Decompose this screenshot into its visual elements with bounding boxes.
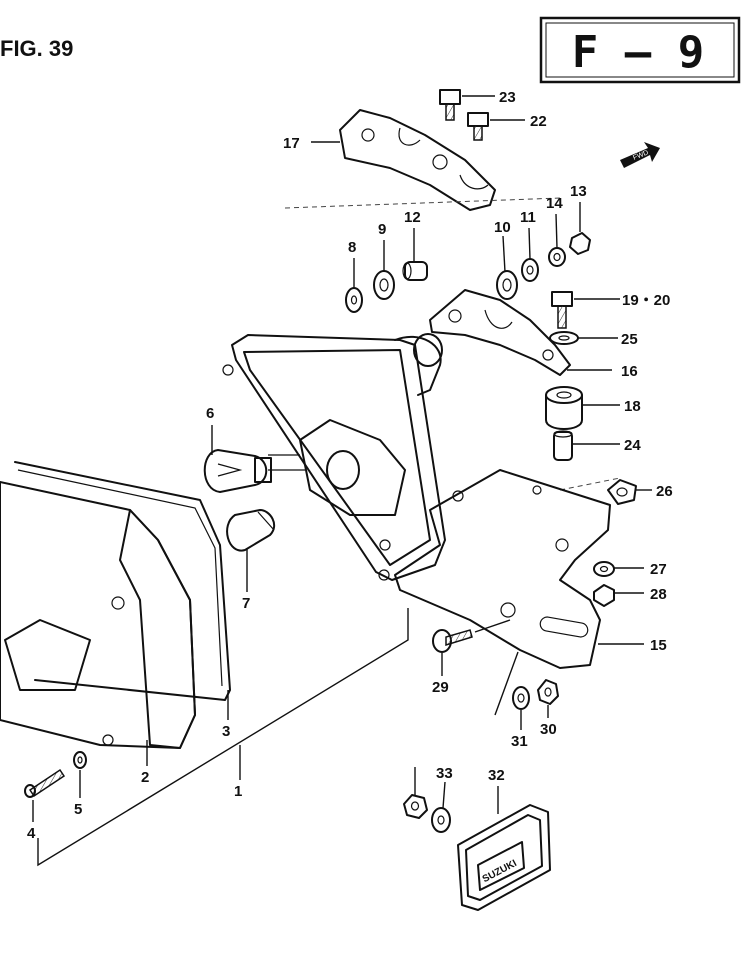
nut-13 bbox=[569, 232, 591, 255]
callout-23: 24 bbox=[624, 437, 641, 454]
lamp-housing bbox=[222, 333, 446, 581]
callout-24: 25 bbox=[621, 331, 638, 348]
callout-28: 29 bbox=[432, 679, 449, 696]
nut-27 bbox=[593, 584, 615, 607]
bolt-22 bbox=[439, 89, 461, 121]
bulb-7 bbox=[226, 509, 276, 552]
callout-30: 31 bbox=[511, 733, 528, 750]
callout-19-20: 19・20 bbox=[622, 292, 670, 309]
forward-arrow-icon: FWD bbox=[620, 142, 660, 168]
cushion-18 bbox=[545, 386, 583, 430]
figure-title: FIG. 39 bbox=[0, 36, 73, 61]
bolt-21 bbox=[467, 112, 489, 141]
assembly-bracket-line bbox=[37, 608, 409, 867]
lens-gasket bbox=[14, 461, 231, 701]
washer-8 bbox=[345, 287, 363, 313]
leader-lines bbox=[32, 95, 652, 822]
callout-25: 26 bbox=[656, 483, 673, 500]
washer-32 bbox=[431, 807, 451, 833]
washer-9 bbox=[373, 270, 395, 300]
callout-1: 1 bbox=[234, 783, 242, 800]
callout-11: 11 bbox=[520, 209, 536, 226]
callout-16: 16 bbox=[621, 363, 638, 380]
callout-6: 6 bbox=[206, 405, 214, 422]
taillight-lens bbox=[0, 481, 196, 749]
callout-22: 23 bbox=[499, 89, 516, 106]
callout-15: 15 bbox=[650, 637, 667, 654]
callout-26: 27 bbox=[650, 561, 667, 578]
nut-29 bbox=[537, 679, 559, 705]
lower-bracket bbox=[429, 289, 571, 376]
callout-4: 4 bbox=[27, 825, 36, 842]
washer-30 bbox=[512, 686, 530, 710]
license-plate-bracket bbox=[394, 469, 611, 669]
figure-code: F – 9 bbox=[572, 27, 704, 78]
collar-23 bbox=[553, 430, 573, 461]
callout-3: 3 bbox=[222, 723, 230, 740]
washer-5 bbox=[73, 751, 87, 769]
callout-8: 8 bbox=[348, 239, 356, 256]
callout-5: 5 bbox=[74, 801, 82, 818]
clip-nut-25 bbox=[607, 479, 637, 505]
bulb-6 bbox=[203, 449, 272, 493]
rubber-plate: SUZUKI bbox=[457, 804, 551, 911]
callout-10: 10 bbox=[494, 219, 511, 236]
washer-10 bbox=[496, 270, 518, 300]
callout-21: 22 bbox=[530, 113, 547, 130]
callout-29: 30 bbox=[540, 721, 557, 738]
figure-code-box: F – 9 bbox=[539, 16, 741, 84]
washer-11 bbox=[521, 258, 539, 282]
callout-9: 9 bbox=[378, 221, 386, 238]
bolt-19-20 bbox=[551, 291, 573, 329]
screw-4 bbox=[24, 768, 66, 798]
callout-7: 7 bbox=[242, 595, 250, 612]
callout-labels: 17 23 22 8 9 12 10 11 14 13 19・20 25 16 … bbox=[27, 89, 673, 842]
nut-33 bbox=[403, 794, 428, 819]
callout-18: 18 bbox=[624, 398, 641, 415]
callout-32: 33 bbox=[436, 765, 453, 782]
forward-arrow-label: FWD bbox=[632, 149, 649, 161]
upper-bracket bbox=[339, 109, 496, 211]
callout-27: 28 bbox=[650, 586, 667, 603]
callout-17: 17 bbox=[283, 135, 300, 152]
callout-2: 2 bbox=[141, 769, 149, 786]
callout-14: 14 bbox=[546, 195, 563, 212]
callout-13: 13 bbox=[570, 183, 587, 200]
callout-31: 32 bbox=[488, 767, 505, 784]
washer-24 bbox=[549, 331, 579, 345]
screw-28 bbox=[432, 619, 511, 653]
washer-26 bbox=[593, 561, 615, 577]
spacer-12 bbox=[402, 261, 428, 281]
nut-14 bbox=[548, 247, 566, 267]
callout-12: 12 bbox=[404, 209, 421, 226]
